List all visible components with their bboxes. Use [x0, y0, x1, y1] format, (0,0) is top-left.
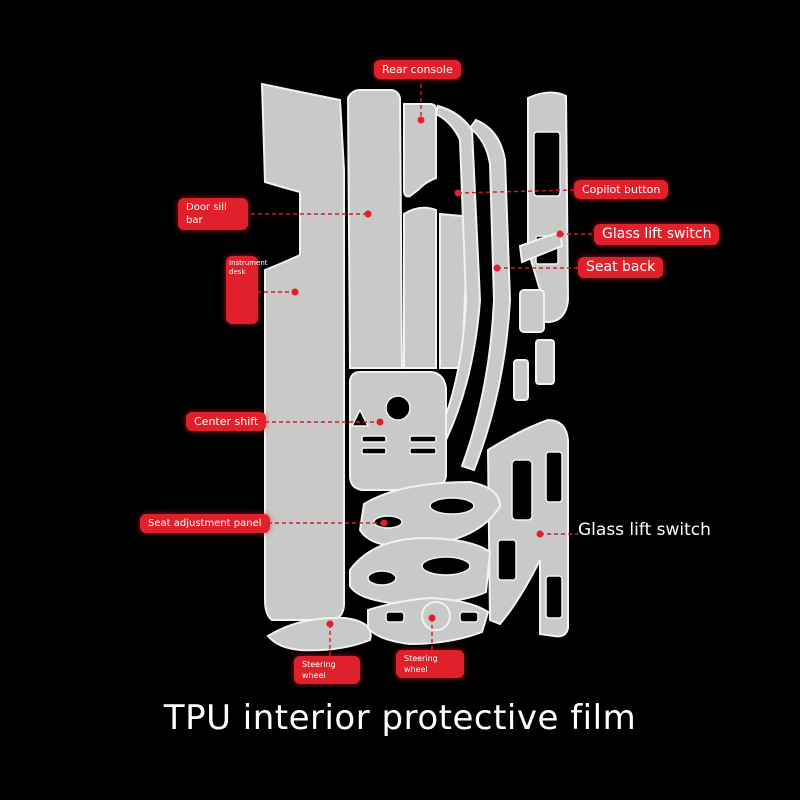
seat-adjust-cutout-1	[373, 515, 403, 529]
lead-copilot	[457, 189, 575, 194]
console-strip-1	[346, 89, 404, 369]
label-copilot-button: Copilot button	[574, 180, 669, 199]
dot-copilot	[454, 189, 462, 197]
seat-back-arc-2	[460, 118, 512, 472]
label-steering-wheel-right: Steering wheel	[396, 650, 464, 678]
dot-glass-top	[556, 230, 564, 238]
right-tab-1	[519, 289, 545, 333]
glass-lift-cutout-3	[545, 575, 563, 619]
seat-adjustment-panel-upper	[358, 480, 502, 548]
steering-wheel-hub	[421, 601, 451, 631]
seat-adjustment-panel-lower	[349, 536, 492, 606]
steering-btn-cutout-2	[459, 611, 479, 623]
seat-adjust-cutout-4	[421, 556, 471, 576]
center-shift-slot-1	[361, 435, 387, 443]
copilot-button-cutout	[533, 131, 561, 197]
glass-lift-cutout-4	[497, 539, 517, 581]
seat-adjust-cutout-2	[429, 497, 475, 515]
copilot-panel-piece	[527, 91, 570, 323]
label-instrument-desk: Instrument desk	[226, 256, 268, 324]
caption-title: TPU interior protective film	[163, 698, 637, 738]
glass-lift-side-piece	[518, 230, 564, 264]
console-strip-3	[403, 206, 437, 369]
dot-door-sill	[364, 210, 372, 218]
console-strip-2	[403, 103, 437, 198]
center-shift-slot-2	[361, 447, 387, 455]
dot-glass-right	[536, 530, 544, 538]
dot-seat-back	[493, 264, 501, 272]
label-steering-wheel-left: Steering wheel	[294, 656, 360, 684]
glass-lift-cutout-1	[511, 459, 533, 521]
steering-wheel-left-piece	[266, 616, 372, 652]
door-sill-piece	[260, 82, 346, 621]
right-tab-3	[513, 359, 529, 401]
dot-steering-left	[326, 620, 334, 628]
label-rear-console: Rear console	[374, 60, 461, 79]
label-seat-back: Seat back	[578, 257, 664, 278]
center-shift-slot-4	[409, 447, 437, 455]
label-door-sill-bar: Door sill bar	[178, 198, 248, 230]
label-center-shift: Center shift	[186, 412, 267, 431]
steering-btn-cutout-1	[385, 611, 405, 623]
dot-instrument	[291, 288, 299, 296]
dot-rear-console	[417, 116, 425, 124]
dot-seat-adjust	[380, 519, 388, 527]
center-shift-slot-3	[409, 435, 437, 443]
seat-adjust-cutout-3	[367, 570, 397, 586]
center-shift-knob-cutout	[385, 395, 411, 421]
label-glass-lift-switch-top: Glass lift switch	[594, 224, 720, 245]
glass-lift-cutout-2	[545, 451, 563, 503]
center-shift-piece	[349, 371, 447, 491]
label-glass-lift-switch-right: Glass lift switch	[578, 520, 711, 540]
label-seat-adjustment-panel: Seat adjustment panel	[140, 514, 270, 533]
dot-steering-right	[428, 614, 436, 622]
right-tab-2	[535, 339, 555, 385]
dot-center-shift	[376, 418, 384, 426]
